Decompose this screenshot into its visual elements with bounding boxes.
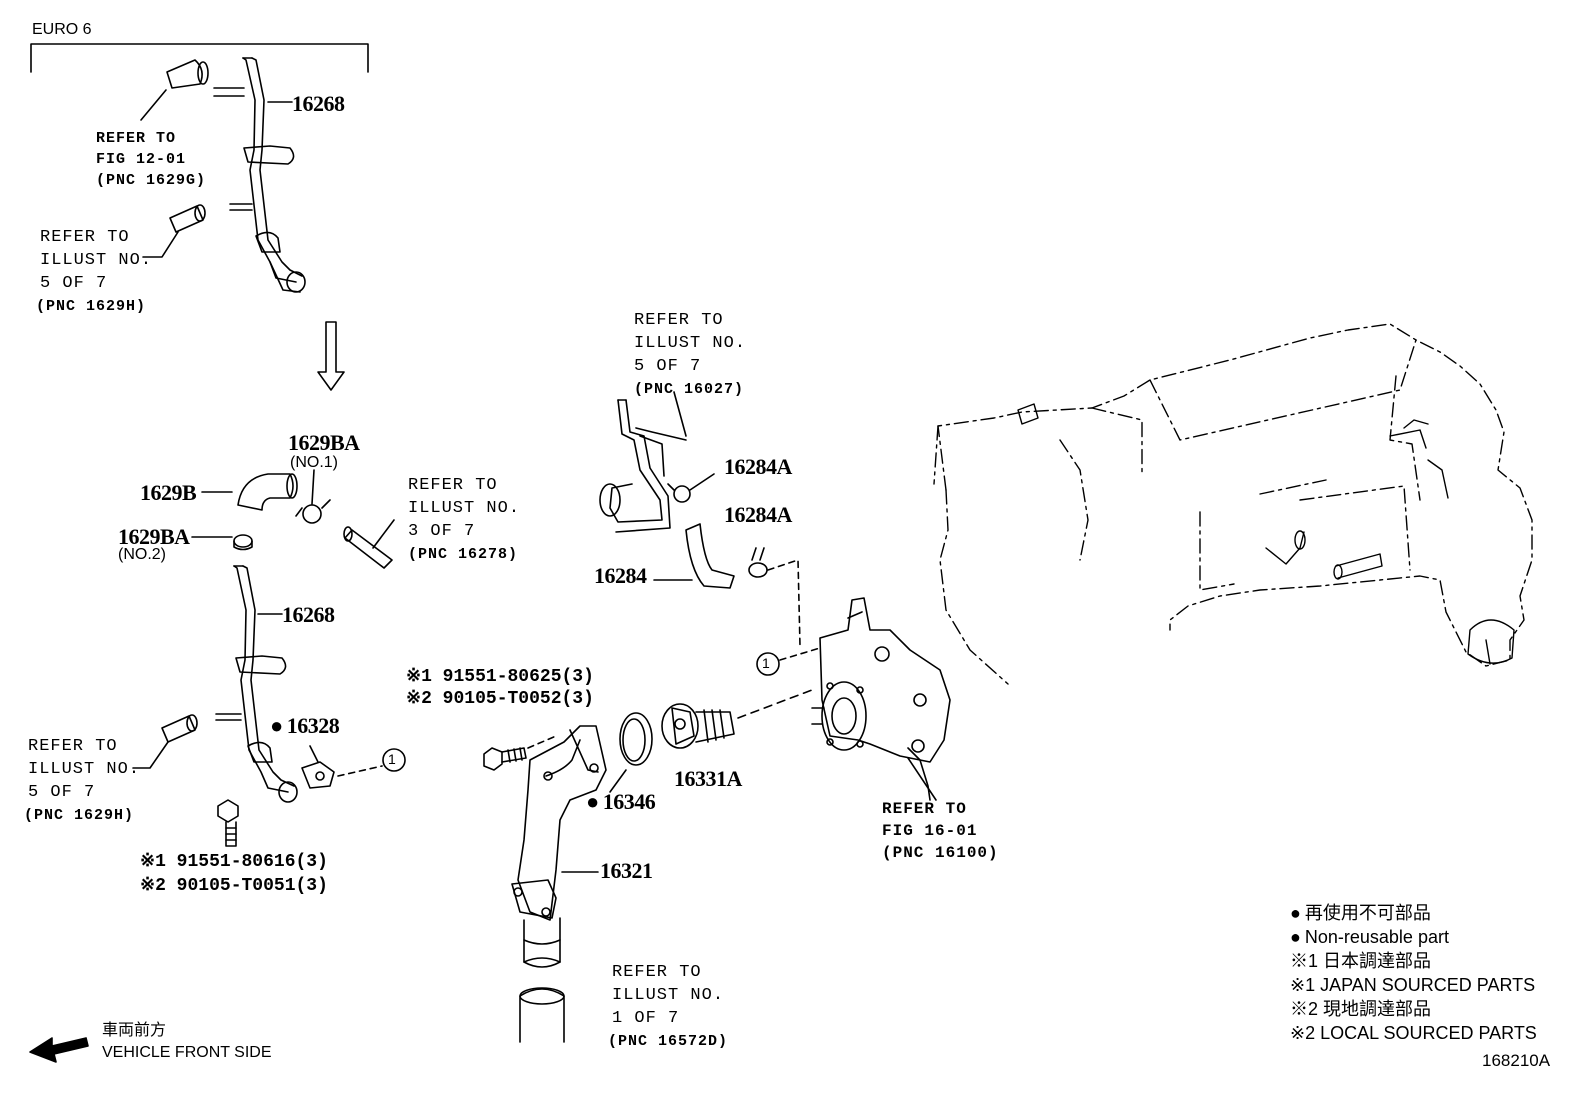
euro6-label: EURO 6 [32,21,92,38]
legend-nonreusable-jp: 再使用不可部品 [1290,901,1537,925]
legend-nonreusable-en: Non-reusable part [1290,925,1537,949]
bolt-91551-80625 [483,747,503,771]
part-1629BA-no2-sub: (NO.2) [118,546,166,563]
hose-1629H-mid [161,715,196,743]
engine-details [1017,403,1515,665]
part-16284[interactable]: 16284 [594,563,647,588]
bolt-label-bottom[interactable]: ※1 91551-80616(3)※2 90105-T0051(3) [140,852,328,896]
legend-japan-jp: ※1 日本調達部品 [1290,951,1432,971]
water-pipe-top [213,57,306,293]
legend-local-en: ※2 LOCAL SOURCED PARTS [1290,1023,1537,1043]
pipe-16572D [519,988,565,1043]
part-16284A-2[interactable]: 16284A [724,502,792,527]
clip-16328 [301,761,335,789]
diagram-id: 168210A [1482,1051,1551,1070]
euro6-bracket [30,43,369,73]
part-16331A[interactable]: 16331A [674,766,742,791]
part-16328[interactable]: 16328 [270,715,340,737]
legend-local-jp: ※2 現地調達部品 [1290,999,1432,1019]
part-1629BA-no1[interactable]: 1629BA [288,430,360,455]
outlet-16321 [511,725,607,968]
hose-1629G [166,59,203,89]
part-1629B[interactable]: 1629B [140,480,197,505]
bypass-pipe-16284 [599,399,687,533]
part-16284A-1[interactable]: 16284A [724,454,792,479]
thermostat-16331A [661,703,735,749]
hose-1629H-top [169,205,204,233]
callout-1-left: 1 [388,751,396,767]
vehicle-front-arrow [29,1037,89,1063]
part-16321[interactable]: 16321 [600,858,653,883]
callout-1-right: 1 [762,655,770,671]
engine-block-outline [933,323,1533,685]
hose-16284 [685,523,735,589]
water-pipe-mid [215,565,298,803]
part-16346[interactable]: 16346 [586,791,656,813]
part-1629BA-no1-sub: (NO.1) [290,454,338,471]
part-1629BA-no2[interactable]: 1629BA [118,524,190,549]
hose-1629B [237,473,294,511]
hose-16278 [344,529,393,569]
part-16268-mid[interactable]: 16268 [282,602,335,627]
bolt-91551-80616 [217,799,239,823]
bolt-label-top[interactable]: ※1 91551-80625(3)※2 90105-T0052(3) [406,667,594,709]
part-16268-top[interactable]: 16268 [292,91,345,116]
gasket-16346 [619,712,653,766]
legend: 再使用不可部品 Non-reusable part ※1 日本調達部品 ※1 J… [1290,901,1537,1045]
legend-japan-en: ※1 JAPAN SOURCED PARTS [1290,975,1536,995]
water-pump-housing [811,597,951,801]
down-arrow [317,321,345,391]
